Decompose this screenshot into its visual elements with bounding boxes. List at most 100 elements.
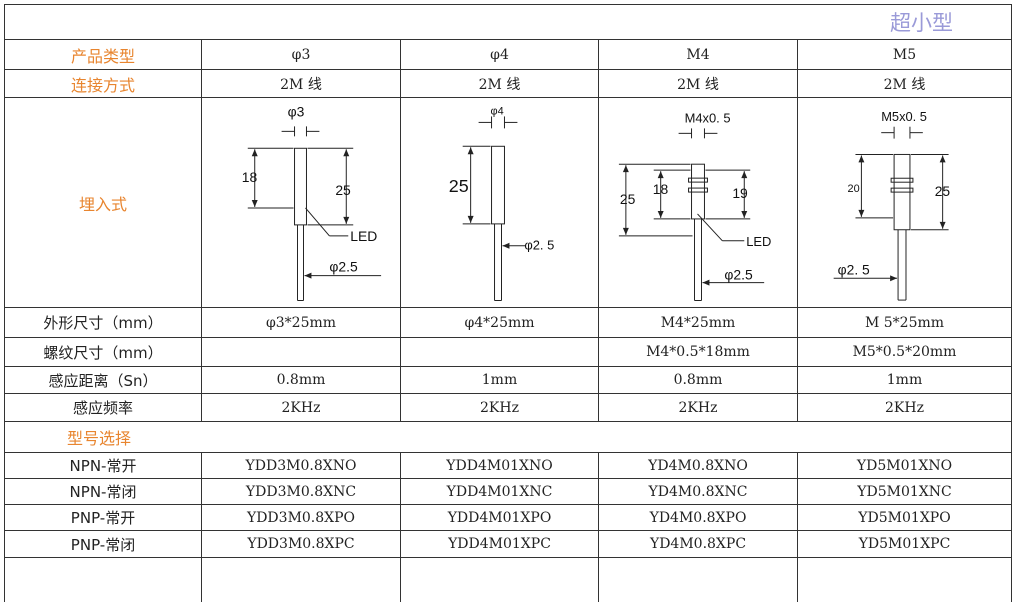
title-row: 超小型 bbox=[4, 4, 1012, 39]
model-row: PNP-常闭 YDD3M0.8XPC YDD4M01XPC YD4M0.8XPC… bbox=[4, 530, 1012, 557]
model-row-label: NPN-常闭 bbox=[4, 478, 201, 504]
drawing-phi4-cell: φ4 25 φ2. 5 bbox=[400, 97, 598, 307]
product-type-1: φ3 bbox=[201, 39, 400, 69]
empty-cell bbox=[4, 557, 201, 602]
empty-cell bbox=[400, 557, 598, 602]
spec-thread-2 bbox=[400, 337, 598, 366]
drawing-phi4-left-dim: 25 bbox=[449, 176, 469, 196]
spec-label-outline: 外形尺寸（mm） bbox=[4, 307, 201, 337]
model-row-label: PNP-常开 bbox=[4, 504, 201, 530]
drawing-row: 埋入式 bbox=[4, 97, 1012, 307]
spec-row-thread: 螺纹尺寸（mm） M4*0.5*18mm M5*0.5*20mm bbox=[4, 337, 1012, 366]
spec-thread-4: M5*0.5*20mm bbox=[797, 337, 1012, 366]
model-row-label: PNP-常闭 bbox=[4, 530, 201, 557]
drawing-m4-thread: M4x0. 5 bbox=[685, 110, 731, 125]
spec-distance-1: 0.8mm bbox=[201, 366, 400, 393]
drawing-m5-bottom-dim: φ2. 5 bbox=[838, 261, 870, 277]
spec-sheet: 超小型 产品类型 φ3 φ4 M4 M5 连接方式 2M 线 2M 线 2M 线… bbox=[4, 4, 1012, 602]
empty-cell bbox=[797, 557, 1012, 602]
connection-1: 2M 线 bbox=[201, 69, 400, 97]
spec-label-thread: 螺纹尺寸（mm） bbox=[4, 337, 201, 366]
drawing-m5-cell: M5x0. 5 20 25 φ2. 5 bbox=[797, 97, 1012, 307]
model-row: NPN-常闭 YDD3M0.8XNC YDD4M01XNC YD4M0.8XNC… bbox=[4, 478, 1012, 504]
drawing-m4-led: LED bbox=[746, 233, 771, 248]
product-type-label: 产品类型 bbox=[4, 39, 201, 69]
spec-outline-4: M 5*25mm bbox=[797, 307, 1012, 337]
drawing-phi4: φ4 25 φ2. 5 bbox=[449, 105, 554, 301]
connection-row: 连接方式 2M 线 2M 线 2M 线 2M 线 bbox=[4, 69, 1012, 97]
spec-outline-3: M4*25mm bbox=[598, 307, 797, 337]
drawing-phi3-left-dim: 18 bbox=[242, 169, 258, 185]
model-row: NPN-常开 YDD3M0.8XNO YDD4M01XNO YD4M0.8XNO… bbox=[4, 452, 1012, 478]
spec-label-distance: 感应距离（Sn） bbox=[4, 366, 201, 393]
spec-label-frequency: 感应频率 bbox=[4, 393, 201, 421]
drawing-phi3-right-dim: 25 bbox=[335, 182, 351, 198]
spec-frequency-4: 2KHz bbox=[797, 393, 1012, 421]
drawing-phi3-top-dim: φ3 bbox=[288, 103, 305, 119]
product-type-row: 产品类型 φ3 φ4 M4 M5 bbox=[4, 39, 1012, 69]
model-cell: YDD4M01XPC bbox=[400, 530, 598, 557]
model-cell: YDD3M0.8XNC bbox=[201, 478, 400, 504]
model-row-label: NPN-常开 bbox=[4, 452, 201, 478]
drawing-phi3-bottom-dim: φ2.5 bbox=[329, 258, 358, 274]
connection-3: 2M 线 bbox=[598, 69, 797, 97]
drawing-m5-right-dim: 25 bbox=[935, 183, 951, 199]
product-type-3: M4 bbox=[598, 39, 797, 69]
model-selection-row: 型号选择 bbox=[4, 421, 1012, 452]
mounting-label: 埋入式 bbox=[4, 97, 201, 307]
empty-row bbox=[4, 557, 1012, 602]
model-cell: YD5M01XNO bbox=[797, 452, 1012, 478]
model-row: PNP-常开 YDD3M0.8XPO YDD4M01XPO YD4M0.8XPO… bbox=[4, 504, 1012, 530]
spec-outline-2: φ4*25mm bbox=[400, 307, 598, 337]
connection-label: 连接方式 bbox=[4, 69, 201, 97]
model-cell: YDD3M0.8XNO bbox=[201, 452, 400, 478]
spec-frequency-1: 2KHz bbox=[201, 393, 400, 421]
spec-distance-2: 1mm bbox=[400, 366, 598, 393]
drawing-m4-bottom-dim: φ2.5 bbox=[724, 266, 753, 282]
model-selection-label: 型号选择 bbox=[4, 421, 1012, 452]
drawing-m5-thread: M5x0. 5 bbox=[881, 108, 927, 123]
model-cell: YDD3M0.8XPC bbox=[201, 530, 400, 557]
model-cell: YD5M01XNC bbox=[797, 478, 1012, 504]
product-type-2: φ4 bbox=[400, 39, 598, 69]
drawing-m4-outer-dim: 25 bbox=[620, 190, 636, 206]
empty-cell bbox=[201, 557, 400, 602]
spec-distance-3: 0.8mm bbox=[598, 366, 797, 393]
spec-thread-1 bbox=[201, 337, 400, 366]
spec-thread-3: M4*0.5*18mm bbox=[598, 337, 797, 366]
model-cell: YDD4M01XNO bbox=[400, 452, 598, 478]
spec-outline-1: φ3*25mm bbox=[201, 307, 400, 337]
model-cell: YD4M0.8XPC bbox=[598, 530, 797, 557]
drawing-m5-left-dim: 20 bbox=[848, 183, 860, 195]
drawing-phi3-led: LED bbox=[350, 227, 377, 243]
model-cell: YDD4M01XPO bbox=[400, 504, 598, 530]
spec-frequency-3: 2KHz bbox=[598, 393, 797, 421]
drawing-phi3: φ3 18 25 LED φ2.5 bbox=[242, 103, 382, 301]
sheet-title: 超小型 bbox=[890, 11, 953, 35]
spec-distance-4: 1mm bbox=[797, 366, 1012, 393]
spec-row-outline: 外形尺寸（mm） φ3*25mm φ4*25mm M4*25mm M 5*25m… bbox=[4, 307, 1012, 337]
product-type-4: M5 bbox=[797, 39, 1012, 69]
spec-row-frequency: 感应频率 2KHz 2KHz 2KHz 2KHz bbox=[4, 393, 1012, 421]
drawing-m5: M5x0. 5 20 25 φ2. 5 bbox=[833, 108, 951, 301]
drawing-m4-right-dim: 19 bbox=[732, 185, 748, 201]
title-cell: 超小型 bbox=[4, 4, 1012, 39]
model-cell: YD4M0.8XNO bbox=[598, 452, 797, 478]
drawing-m4-inner-dim: 18 bbox=[653, 181, 669, 197]
connection-4: 2M 线 bbox=[797, 69, 1012, 97]
drawing-phi4-top-dim: φ4 bbox=[491, 105, 504, 117]
spec-frequency-2: 2KHz bbox=[400, 393, 598, 421]
model-cell: YD4M0.8XPO bbox=[598, 504, 797, 530]
model-cell: YD5M01XPO bbox=[797, 504, 1012, 530]
drawing-m4-cell: M4x0. 5 25 18 19 LED φ2.5 bbox=[598, 97, 797, 307]
connection-2: 2M 线 bbox=[400, 69, 598, 97]
spec-row-distance: 感应距离（Sn） 0.8mm 1mm 0.8mm 1mm bbox=[4, 366, 1012, 393]
model-cell: YD5M01XPC bbox=[797, 530, 1012, 557]
model-cell: YDD3M0.8XPO bbox=[201, 504, 400, 530]
drawing-phi3-cell: φ3 18 25 LED φ2.5 bbox=[201, 97, 400, 307]
drawing-m4: M4x0. 5 25 18 19 LED φ2.5 bbox=[618, 110, 771, 301]
empty-cell bbox=[598, 557, 797, 602]
model-cell: YD4M0.8XNC bbox=[598, 478, 797, 504]
model-cell: YDD4M01XNC bbox=[400, 478, 598, 504]
drawing-phi4-bottom-dim: φ2. 5 bbox=[524, 237, 554, 252]
